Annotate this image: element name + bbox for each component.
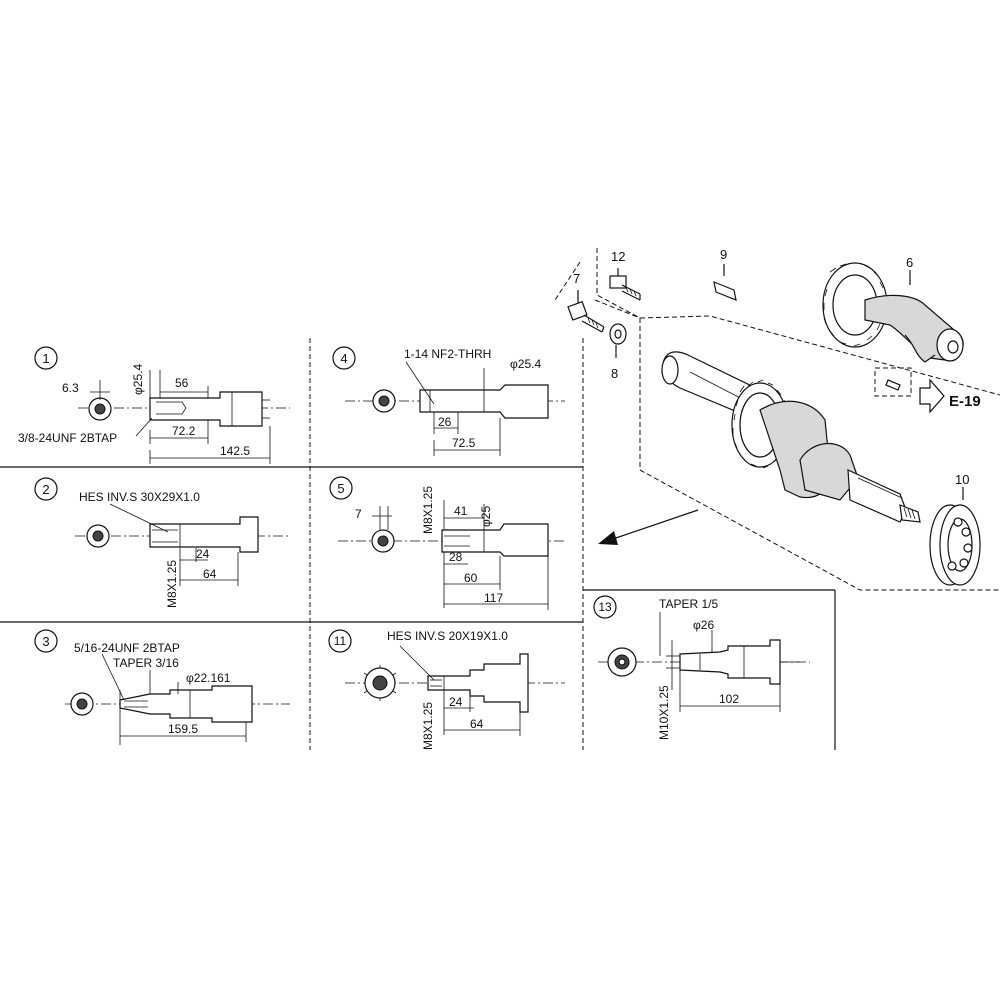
panel-grid — [0, 338, 836, 750]
part-label-8: 8 — [611, 366, 618, 381]
variant-5-dim-7: 117 — [484, 591, 503, 605]
variant-2: 2 HES INV.S 30X29X1.0 24 64 M8X1.25 — [34, 477, 290, 608]
variant-3-note: 5/16-24UNF 2BTAP — [74, 641, 180, 655]
bolt-12 — [609, 268, 641, 301]
variant-1-number: 1 — [42, 351, 49, 366]
variant-4-dim-3: 72.5 — [452, 436, 476, 450]
variant-1-note: 3/8-24UNF 2BTAP — [18, 431, 117, 445]
variant-2-note: HES INV.S 30X29X1.0 — [79, 490, 200, 504]
variant-13-note: TAPER 1/5 — [659, 597, 718, 611]
part-label-10: 10 — [955, 472, 969, 487]
variant-11: 11 HES INV.S 20X19X1.0 24 64 M8X1.25 — [328, 629, 565, 750]
variant-5: 5 7 M8X1.25 41 φ25 28 60 117 — [329, 476, 565, 610]
key-9 — [713, 264, 737, 301]
variant-5-dim-3: 41 — [454, 504, 468, 518]
variant-1: 1 6.3 φ25.4 56 72.2 142.5 3/8-24UNF 2BTA… — [18, 346, 290, 464]
part-label-9: 9 — [720, 247, 727, 262]
variant-11-dim-3: M8X1.25 — [421, 702, 435, 750]
variant-13-dim-2: 102 — [719, 692, 739, 706]
variant-13-dim-1: φ26 — [693, 618, 714, 632]
variant-5-dim-1: 7 — [355, 507, 362, 521]
variant-3-dim-1: φ22.161 — [186, 671, 231, 685]
variant-3-number: 3 — [42, 634, 49, 649]
main-crankshaft — [661, 351, 921, 523]
variant-13: 13 TAPER 1/5 φ26 102 M10X1.25 — [593, 595, 810, 740]
part-label-12: 12 — [611, 249, 625, 264]
variant-4-number: 4 — [340, 351, 347, 366]
variant-1-dim-2: φ25.4 — [131, 364, 145, 395]
variant-11-dim-1: 24 — [449, 695, 463, 709]
variant-1-dim-4: 72.2 — [172, 424, 196, 438]
variant-5-dim-5: 28 — [449, 550, 463, 564]
variant-1-dim-1: 6.3 — [62, 381, 79, 395]
variant-5-dim-4: φ25 — [479, 506, 493, 527]
variant-2-number: 2 — [42, 482, 49, 497]
variant-4-dim-2: 26 — [438, 415, 452, 429]
variant-4-dim-1: φ25.4 — [510, 357, 541, 371]
variant-11-note: HES INV.S 20X19X1.0 — [387, 629, 508, 643]
part-label-7: 7 — [573, 271, 580, 286]
variant-1-dim-5: 142.5 — [220, 444, 250, 458]
variant-11-dim-2: 64 — [470, 717, 484, 731]
variant-11-number: 11 — [334, 634, 347, 648]
variant-2-dim-2: 64 — [203, 567, 217, 581]
variant-13-dim-3: M10X1.25 — [657, 685, 671, 740]
variant-3-note-2: TAPER 3/16 — [113, 656, 179, 670]
variant-5-number: 5 — [337, 481, 344, 496]
variant-3-dim-2: 159.5 — [168, 722, 198, 736]
variant-4: 4 1-14 NF2-THRH φ25.4 26 72.5 — [332, 346, 565, 456]
variant-1-dim-3: 56 — [175, 376, 189, 390]
variant-2-dim-1: 24 — [196, 547, 210, 561]
variant-13-number: 13 — [598, 600, 612, 614]
bolt-7 — [567, 290, 605, 333]
bearing-10 — [929, 487, 981, 586]
ref-e19-label: E-19 — [949, 393, 981, 410]
variant-5-dim-2: M8X1.25 — [421, 486, 435, 534]
variant-arrow — [598, 509, 699, 545]
variant-5-dim-6: 60 — [464, 571, 478, 585]
part-label-6: 6 — [906, 255, 913, 270]
part-6-crank-gear — [822, 262, 964, 363]
variant-4-note: 1-14 NF2-THRH — [404, 347, 491, 361]
variant-2-dim-3: M8X1.25 — [165, 560, 179, 608]
exploded-assembly: E-19 — [554, 247, 1000, 591]
variant-3: 3 5/16-24UNF 2BTAP TAPER 3/16 φ22.161 15… — [34, 629, 290, 745]
reference-e19: E-19 — [874, 367, 981, 414]
washer-8 — [609, 323, 627, 358]
